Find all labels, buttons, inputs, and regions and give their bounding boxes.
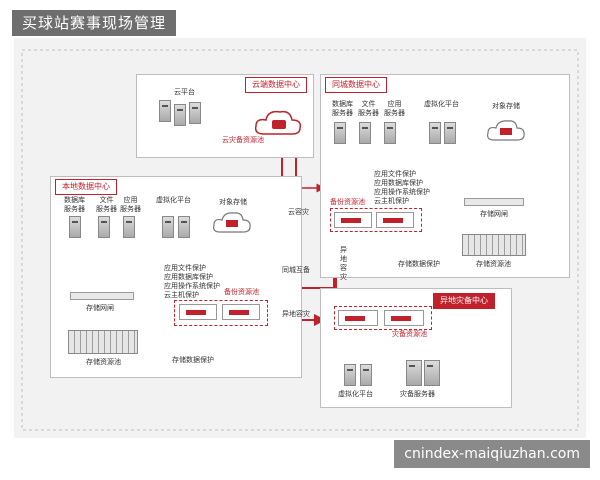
remote-backup-pool-device-2 (384, 310, 424, 326)
local-virtual-server-icon (162, 216, 174, 238)
remote-center-tag: 异地灾备中心 (433, 293, 495, 309)
city-protection-3: 应用操作系统保护 (374, 188, 430, 196)
cloud-server-icon-2 (174, 104, 186, 126)
diagram-canvas: 云端数据中心 云平台 云灾备资源池 同城数据中心 数据库 服务器 文件 服务器 … (14, 38, 586, 438)
remote-virtual-server-icon (344, 364, 356, 386)
city-object-storage-label: 对象存储 (492, 102, 520, 110)
city-protection-1: 应用文件保护 (374, 170, 416, 178)
city-storage-gateway-label: 存储网闸 (480, 210, 508, 218)
watermark: cnindex-maiqiuzhan.com (394, 440, 590, 468)
city-storage-gateway-icon (464, 198, 524, 206)
city-virtual-server-icon (429, 122, 441, 144)
local-app-server-icon (123, 216, 135, 238)
local-protection-2: 应用数据库保护 (164, 273, 213, 281)
city-storage-data-protection-label: 存储数据保护 (398, 260, 440, 268)
local-center-panel: 本地数据中心 (50, 176, 302, 378)
local-file-server-icon (98, 216, 110, 238)
local-virtual-platform-label: 虚拟化平台 (156, 196, 191, 204)
remote-backup-pool-label: 灾备资源池 (392, 330, 427, 338)
city-backup-pool-device (334, 212, 372, 228)
local-center-tag: 本地数据中心 (55, 179, 117, 195)
remote-virtual-platform-label: 虚拟化平台 (338, 390, 373, 398)
remote-backup-pool-device (338, 310, 378, 326)
local-storage-pool-label: 存储资源池 (86, 358, 121, 366)
city-app-server-label: 应用 服务器 (384, 100, 405, 117)
city-db-server-icon (334, 122, 346, 144)
remote-virtual-server-icon-2 (360, 364, 372, 386)
remote-dr-server-label: 灾备服务器 (400, 390, 435, 398)
city-app-server-icon (384, 122, 396, 144)
local-storage-gateway-icon (70, 292, 134, 300)
remote-backup-pool-box (334, 306, 432, 330)
local-virtual-server-icon-2 (178, 216, 190, 238)
city-storage-pool-label: 存储资源池 (476, 260, 511, 268)
city-center-panel: 同城数据中心 (320, 74, 570, 278)
local-db-server-icon (69, 216, 81, 238)
page-title: 买球站赛事现场管理 (12, 10, 177, 36)
remote-dr-label: 异地容灾 (282, 310, 310, 318)
local-storage-gateway-label: 存储网闸 (86, 304, 114, 312)
local-storage-data-protection-label: 存储数据保护 (172, 356, 214, 364)
remote-dr-server-icon (406, 360, 422, 386)
local-backup-pool-device (179, 304, 217, 320)
remote-dr-server-icon-2 (424, 360, 440, 386)
city-backup-pool-box (330, 208, 422, 232)
remote-dr-vertical-label: 异 地 容 灾 (340, 246, 347, 281)
local-backup-pool-device-2 (222, 304, 260, 320)
local-protection-4: 云主机保护 (164, 291, 199, 299)
local-backup-pool-box (174, 300, 268, 326)
cloud-center-tag: 云端数据中心 (245, 77, 307, 93)
local-app-server-label: 应用 服务器 (120, 196, 141, 213)
city-object-storage-icon (487, 120, 525, 141)
cloud-platform-label: 云平台 (174, 88, 195, 96)
city-center-tag: 同城数据中心 (325, 77, 387, 93)
city-storage-pool-icon (462, 234, 526, 256)
city-backup-pool-label: 备份资源池 (330, 198, 365, 206)
city-protection-4: 云主机保护 (374, 197, 409, 205)
cloud-server-icon (159, 100, 171, 122)
cloud-storage-icon (254, 110, 302, 135)
city-protection-2: 应用数据库保护 (374, 179, 423, 187)
local-object-storage-label: 对象存储 (219, 198, 247, 206)
cloud-backup-pool-label: 云灾备资源池 (222, 136, 264, 144)
city-mutual-label: 同城互备 (282, 266, 310, 274)
local-file-server-label: 文件 服务器 (96, 196, 117, 213)
remote-center-panel: 异地灾备中心 (320, 288, 512, 408)
local-protection-3: 应用操作系统保护 (164, 282, 220, 290)
city-db-server-label: 数据库 服务器 (332, 100, 353, 117)
cloud-dr-label: 云容灾 (288, 208, 309, 216)
local-protection-1: 应用文件保护 (164, 264, 206, 272)
city-virtual-platform-label: 虚拟化平台 (424, 100, 459, 108)
city-virtual-server-icon-2 (444, 122, 456, 144)
local-backup-pool-label: 备份资源池 (224, 288, 259, 296)
local-db-server-label: 数据库 服务器 (64, 196, 85, 213)
cloud-server-icon-3 (189, 102, 201, 124)
city-file-server-icon (359, 122, 371, 144)
local-storage-pool-icon (68, 330, 138, 354)
local-object-storage-icon (213, 212, 251, 233)
city-backup-pool-device-2 (376, 212, 414, 228)
city-file-server-label: 文件 服务器 (358, 100, 379, 117)
